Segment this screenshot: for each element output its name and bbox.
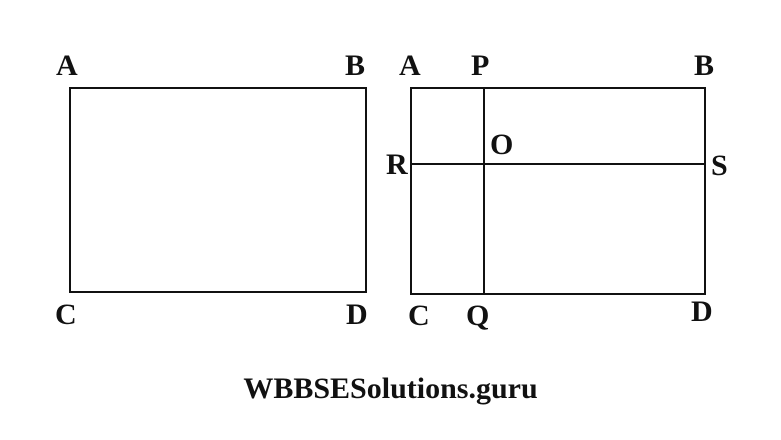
- label-right-o: O: [490, 128, 514, 161]
- rectangle-left: [69, 87, 367, 293]
- label-right-c: C: [408, 299, 430, 332]
- watermark-text: WBBSESolutions.guru: [243, 372, 538, 405]
- label-right-d: D: [691, 295, 713, 328]
- label-right-r: R: [386, 148, 408, 181]
- label-left-d: D: [346, 298, 368, 331]
- label-left-a: A: [56, 49, 78, 82]
- label-left-c: C: [55, 298, 77, 331]
- segment-rs: [412, 163, 704, 165]
- label-left-b: B: [345, 49, 366, 82]
- label-right-q: Q: [466, 299, 490, 332]
- rectangle-right: [410, 87, 706, 295]
- label-right-p: P: [471, 49, 490, 82]
- label-right-b: B: [694, 49, 715, 82]
- label-right-a: A: [399, 49, 421, 82]
- label-right-s: S: [711, 149, 728, 182]
- segment-pq: [483, 89, 485, 293]
